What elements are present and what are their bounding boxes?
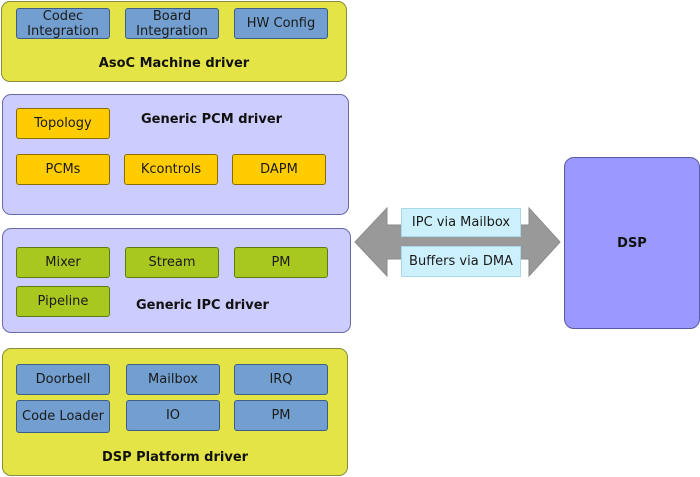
stream-box: Stream [125,247,219,278]
pcm-driver-title: Generic PCM driver [141,112,283,127]
platform-driver-title: DSP Platform driver [101,450,249,465]
mixer-box: Mixer [16,247,110,278]
ipc-pm-box: PM [234,247,328,278]
doorbell-box: Doorbell [16,364,110,395]
platform-driver-panel: Doorbell Mailbox IRQ Code Loader IO PM D… [2,348,348,476]
kcontrols-box: Kcontrols [124,154,218,185]
hw-config-box: HW Config [234,8,328,39]
irq-box: IRQ [234,364,328,395]
platform-pm-box: PM [234,400,328,431]
topology-box: Topology [16,108,110,139]
pcm-driver-panel: Generic PCM driver Topology PCMs Kcontro… [2,94,349,215]
pcms-box: PCMs [16,154,110,185]
dsp-block: DSP [564,157,700,329]
dapm-box: DAPM [232,154,326,185]
ipc-driver-panel: Mixer Stream PM Pipeline Generic IPC dri… [2,228,351,333]
codec-integration-box: Codec Integration [16,8,110,39]
ipc-mailbox-label: IPC via Mailbox [401,208,521,237]
board-integration-box: Board Integration [125,8,219,39]
machine-driver-panel: Codec Integration Board Integration HW C… [1,1,347,82]
code-loader-box: Code Loader [16,400,110,433]
io-box: IO [126,400,220,431]
pipeline-box: Pipeline [16,286,110,317]
machine-driver-title: AsoC Machine driver [98,56,250,71]
buffers-dma-label: Buffers via DMA [401,246,521,277]
mailbox-box: Mailbox [126,364,220,395]
ipc-driver-title: Generic IPC driver [136,298,269,313]
